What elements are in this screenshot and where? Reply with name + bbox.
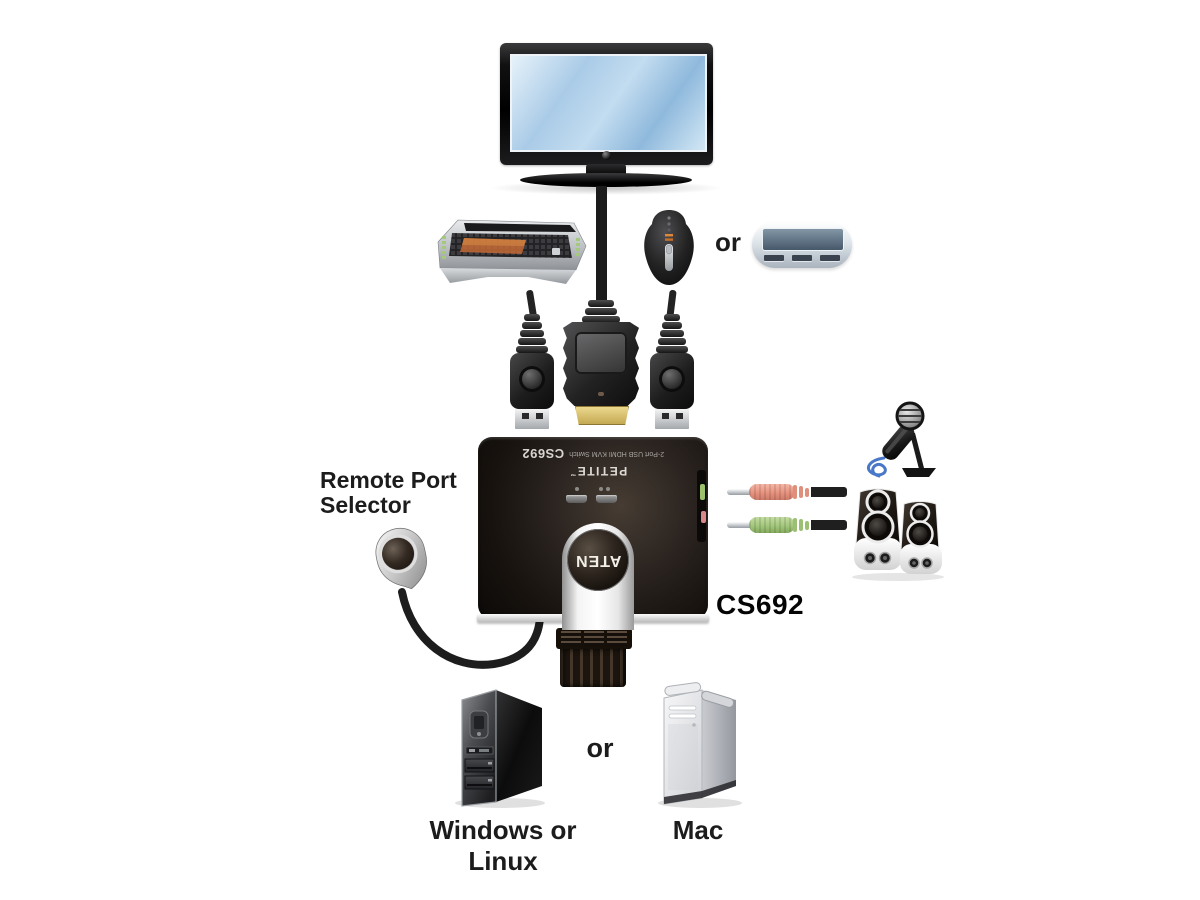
windows-linux-tower-illustration: [455, 689, 545, 808]
remote-selector-cable: [398, 588, 544, 669]
kvm-brand-print: PETITE™: [568, 464, 628, 478]
remote-port-selector-button: [375, 527, 427, 590]
kvm-cable-bundle: [560, 649, 626, 687]
kvm-port1-button: [566, 495, 587, 503]
speakers-illustration: [852, 488, 944, 581]
kvm-port2-mark: [606, 487, 610, 491]
monitor-stand-base: [520, 173, 692, 187]
kvm-print-description: 2-Port USB HDMI KVM Switch: [569, 450, 665, 457]
aten-logo-badge: ATEN: [567, 529, 629, 591]
or-label-peripherals: or: [715, 227, 741, 257]
monitor-power-button-icon: [602, 151, 611, 160]
hdmi-gold-tip: [575, 406, 629, 425]
kvm-speaker-jack: [700, 484, 705, 500]
remote-port-selector-label: Remote Port Selector: [320, 467, 457, 519]
keyboard-illustration: [437, 219, 587, 284]
speaker-plug-green: [727, 516, 847, 534]
mic-plug-pink: [727, 483, 847, 501]
monitor-video-cable: [596, 186, 607, 304]
usb-connector-keyboard: [506, 289, 558, 430]
microphone-illustration: [867, 401, 936, 478]
kvm-port2-mark: [599, 487, 603, 491]
usb-hub-illustration: [752, 222, 852, 268]
usb-hub-port: [764, 255, 784, 261]
usb-hub-port: [820, 255, 840, 261]
kvm-port2-button: [596, 495, 617, 503]
kvm-audio-port-strip: [697, 470, 706, 542]
kvm-cable-strain-relief: [556, 628, 632, 649]
kvm-print-model: CS692: [521, 446, 565, 461]
usb-hub-port: [792, 255, 812, 261]
aten-logo-text: ATEN: [574, 552, 622, 569]
windows-linux-label: Windows or Linux: [429, 815, 577, 876]
kvm-mic-jack: [701, 511, 706, 523]
usb-hub-top-panel: [762, 228, 844, 251]
monitor-screen: [510, 54, 707, 152]
usb-connector-mouse: [646, 289, 698, 430]
model-caption: CS692: [716, 589, 805, 620]
hdmi-connector: [561, 300, 641, 434]
kvm-top-print: 2-Port USB HDMI KVM Switch CS692: [498, 446, 688, 461]
kvm-port1-mark: [575, 487, 579, 491]
or-label-computers: or: [586, 733, 614, 763]
mac-label: Mac: [672, 815, 724, 845]
mouse-illustration: [644, 210, 694, 285]
mac-tower-illustration: [658, 682, 742, 808]
